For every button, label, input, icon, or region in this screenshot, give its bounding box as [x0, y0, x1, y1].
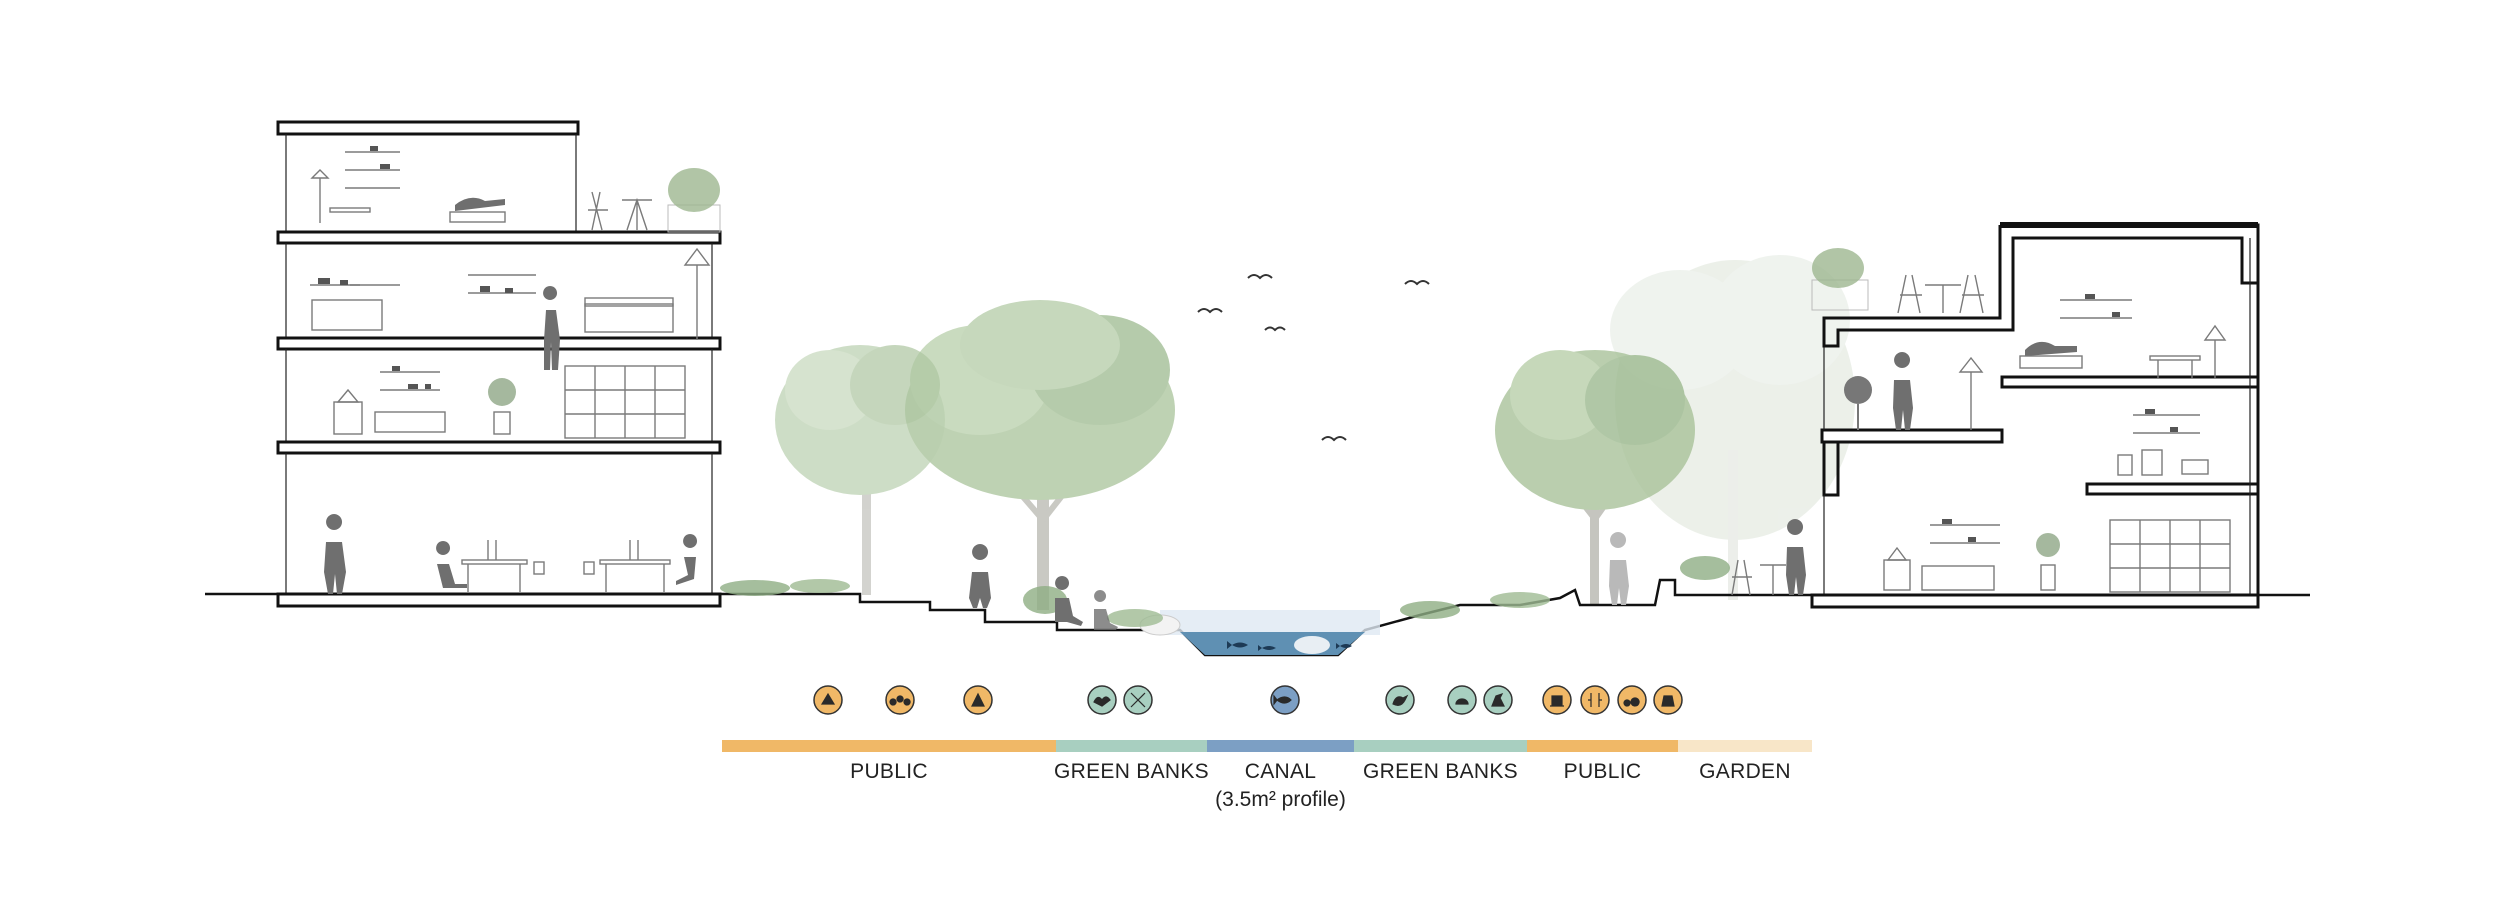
zone-bar-public_left [722, 740, 1056, 752]
zone-bar-public_right [1527, 740, 1678, 752]
playground-icon [1542, 685, 1572, 715]
zone-label-green_right: GREEN BANKS [1363, 760, 1518, 783]
bird-2 [1197, 308, 1223, 314]
heron-icon [1483, 685, 1513, 715]
family-icon [1617, 685, 1647, 715]
tree-center [905, 300, 1175, 610]
dragonfly-icon [1123, 685, 1153, 715]
right-building [1810, 222, 2260, 609]
tree-right [1495, 350, 1695, 605]
zone-label-green_left: GREEN BANKS [1054, 760, 1209, 783]
left-building [276, 120, 722, 608]
leisure-icon [813, 685, 843, 715]
zone-label-canal: CANAL [1245, 760, 1317, 783]
bird-perch-icon [1385, 685, 1415, 715]
fish-2 [1258, 645, 1276, 651]
tree-left [775, 345, 945, 595]
birds [1197, 274, 1430, 442]
zone-sublabel-canal: (3.5m² profile) [1215, 788, 1346, 811]
zone-bar: PUBLIC GREEN BANKS CANAL (3.5m² profile) GRE… [722, 740, 1812, 811]
community-icon [885, 685, 915, 715]
zone-label-garden: GARDEN [1699, 760, 1791, 783]
fish-icon [1270, 685, 1300, 715]
zone-label-public_left: PUBLIC [850, 760, 928, 783]
fish-1 [1227, 641, 1248, 649]
trees [775, 255, 1855, 610]
zone-bar-green_right [1354, 740, 1527, 752]
fish-3 [1336, 643, 1352, 649]
bank-people [969, 519, 1806, 630]
shelving-left [564, 365, 686, 439]
dining-icon [1580, 685, 1610, 715]
zone-icons [813, 685, 1683, 715]
bank-vegetation [720, 556, 1730, 627]
shelving-right [2109, 519, 2231, 593]
social-icon [963, 685, 993, 715]
zone-bar-garden [1678, 740, 1812, 752]
bird-5 [1321, 436, 1347, 442]
bird-1 [1247, 274, 1273, 280]
zone-bar-canal [1207, 740, 1354, 752]
zone-bar-green_left [1056, 740, 1207, 752]
bird-4 [1404, 280, 1430, 286]
events-icon [1653, 685, 1683, 715]
zone-label-public_right: PUBLIC [1564, 760, 1642, 783]
canal-water [1139, 610, 1380, 655]
bird-icon [1087, 685, 1117, 715]
bird-3 [1264, 326, 1286, 332]
frog-icon [1447, 685, 1477, 715]
